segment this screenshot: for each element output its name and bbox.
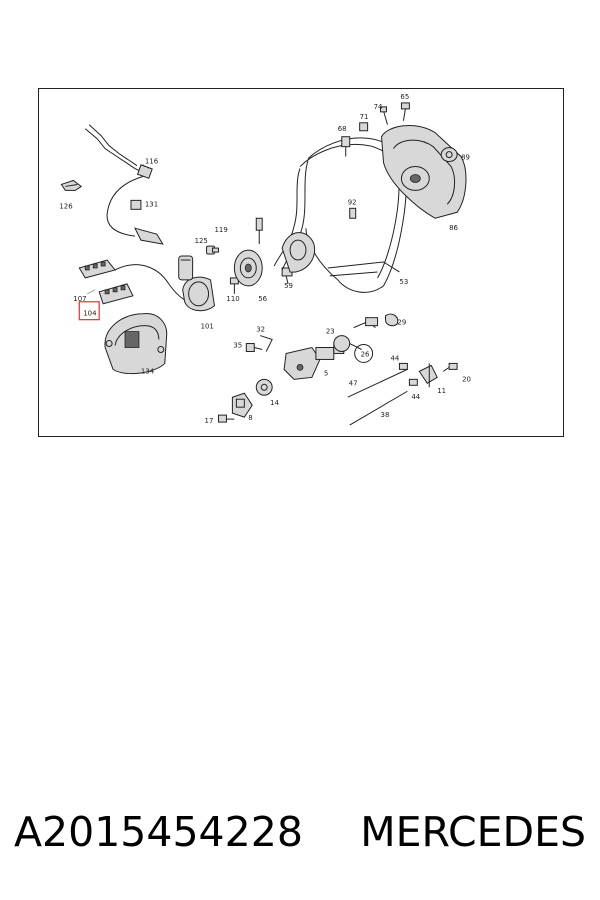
clock-spring-housing: [104, 313, 168, 375]
callout-35: 35: [233, 342, 242, 350]
switch-module-101: [178, 255, 216, 312]
callout-32: 32: [256, 326, 265, 334]
callout-26: 26: [361, 350, 370, 358]
exploded-view-drawing: 65 74 71 68 89 116 126 131 92 86 119 125…: [59, 93, 471, 426]
screw-17: [217, 414, 235, 423]
screw-65: [400, 102, 410, 121]
callout-20: 20: [462, 375, 471, 383]
callout-101: 101: [201, 323, 214, 331]
brand-name: MERCEDES: [360, 808, 586, 856]
callout-56: 56: [258, 295, 267, 303]
callout-47: 47: [349, 379, 358, 387]
product-caption: A2015454228 MERCEDES: [0, 802, 600, 862]
callout-5: 5: [324, 369, 328, 377]
callout-53: 53: [399, 278, 408, 286]
cap-29: [385, 313, 399, 327]
callout-104: 104: [83, 310, 97, 318]
highlight-box-104: [78, 301, 100, 321]
rod-38: [349, 390, 408, 426]
connector-block-lower: [98, 283, 134, 305]
callout-125: 125: [195, 237, 208, 245]
key-26: [353, 317, 379, 363]
callout-92: 92: [348, 198, 357, 206]
grommet-14: [255, 378, 273, 396]
actuator-8: [231, 392, 253, 418]
connector-block-upper: [78, 259, 116, 279]
clip-32: [260, 335, 273, 352]
callout-119: 119: [214, 226, 227, 234]
callout-59: 59: [284, 282, 293, 290]
callout-38: 38: [381, 411, 390, 419]
steering-wheel: [273, 137, 407, 293]
pin-119: [255, 217, 263, 245]
hub-56: [233, 249, 263, 287]
callout-86: 86: [449, 224, 458, 232]
bolt-110: [229, 277, 239, 294]
screw-74: [380, 106, 388, 125]
callout-71: 71: [360, 113, 369, 121]
callout-29: 29: [397, 319, 406, 327]
callout-11: 11: [437, 387, 446, 395]
bracket-126: [60, 179, 83, 191]
callout-116: 116: [145, 158, 158, 166]
plug-23: [333, 335, 362, 352]
bolt-68: [341, 136, 351, 157]
callout-110: 110: [226, 295, 239, 303]
parts-diagram: 65 74 71 68 89 116 126 131 92 86 119 125…: [38, 88, 564, 437]
callout-68: 68: [338, 125, 347, 133]
part-number: A2015454228: [14, 808, 303, 856]
screw-125: [206, 245, 219, 255]
callout-8: 8: [248, 414, 252, 422]
callout-14: 14: [270, 399, 279, 407]
washer-89: [440, 147, 458, 163]
callout-89: 89: [461, 154, 470, 162]
callout-131: 131: [145, 200, 158, 208]
lever-11: [418, 363, 438, 388]
callout-44-lower: 44: [411, 393, 420, 401]
callout-17: 17: [205, 417, 214, 425]
callout-65: 65: [400, 93, 409, 101]
sleeve-44: [398, 362, 418, 386]
airbag-module-86: [381, 125, 467, 219]
callout-134: 134: [141, 367, 155, 375]
rod-47: [347, 368, 408, 398]
callout-44-upper: 44: [390, 354, 399, 362]
lock-cylinder-5: [283, 343, 345, 380]
combination-switch-lever: [84, 124, 164, 245]
callout-126: 126: [59, 202, 72, 210]
callout-74: 74: [374, 103, 383, 111]
bolt-35: [245, 343, 263, 352]
screw-20: [442, 362, 458, 372]
nut-71: [359, 122, 369, 132]
callout-107: 107: [73, 295, 86, 303]
callout-23: 23: [326, 328, 335, 336]
